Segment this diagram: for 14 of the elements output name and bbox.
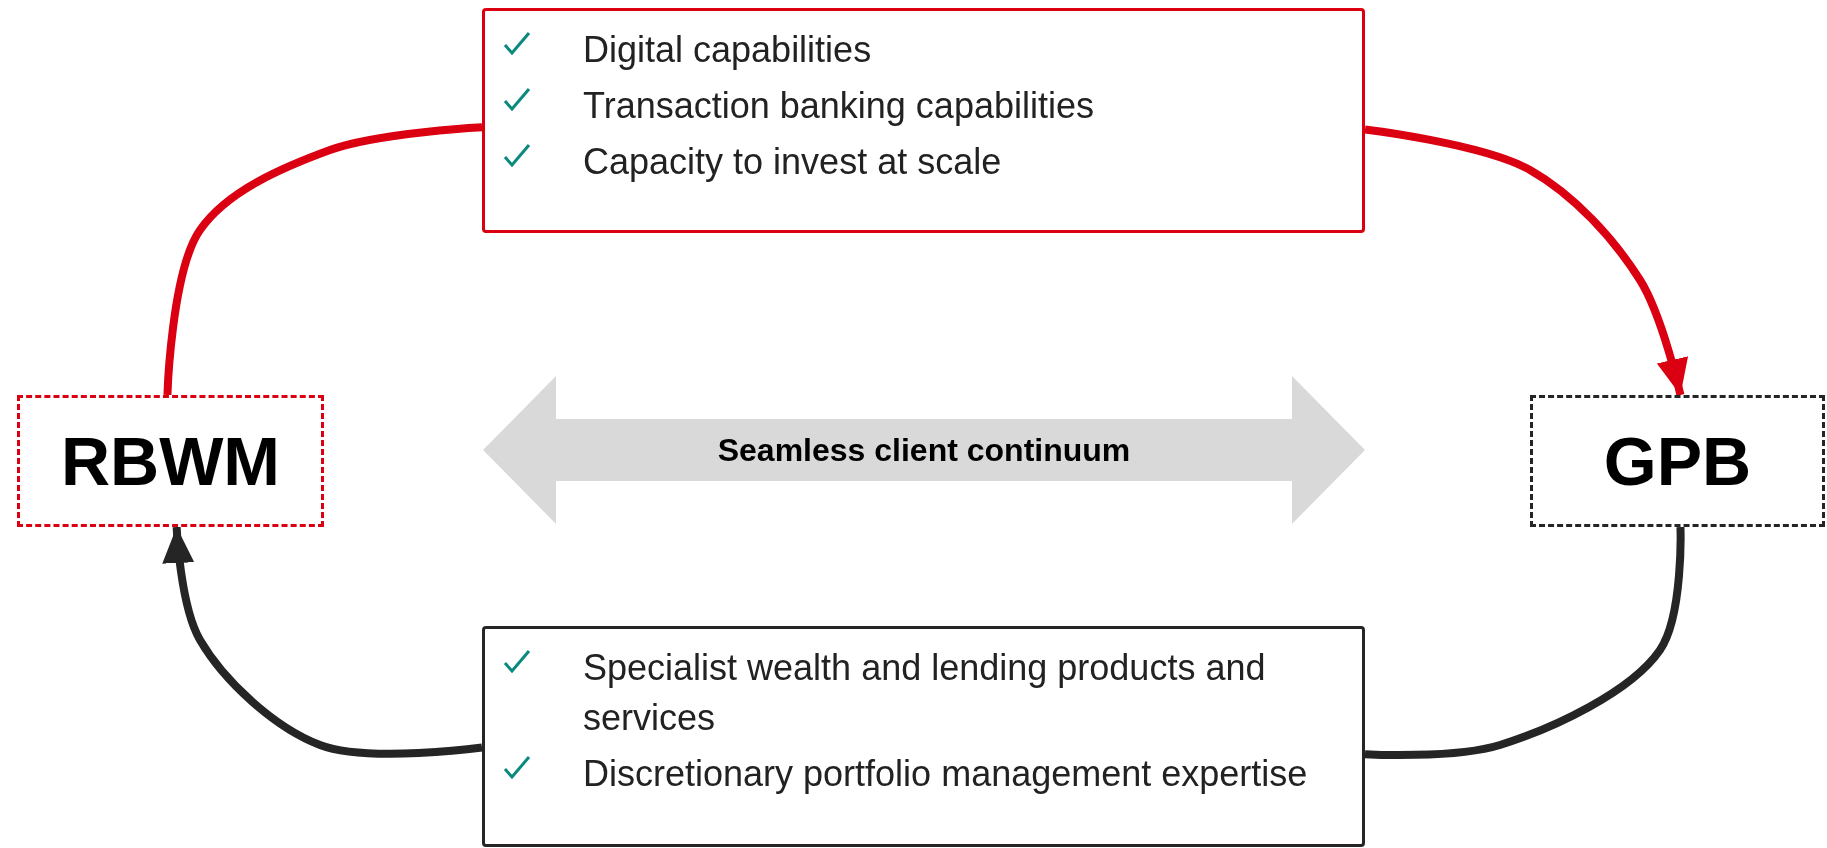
curved-arrow [162, 526, 483, 758]
segment-label: GPB [1603, 422, 1752, 500]
segment-box [17, 395, 324, 527]
list-item: Capacity to invest at scale [583, 140, 1002, 184]
text-box [482, 8, 1365, 233]
list-item: Discretionary portfolio management expertise [583, 752, 1308, 796]
list-item: Specialist wealth and lending products and services [583, 646, 1267, 740]
segment-box [1530, 395, 1825, 527]
list-item: Digital capabilities [583, 28, 872, 72]
list-item: Transaction banking capabilities [583, 84, 1094, 128]
curved-arrow [1364, 125, 1688, 396]
arrow-label: Seamless client continuum [717, 431, 1131, 469]
segment-label: RBWM [60, 422, 280, 500]
text-box [482, 626, 1365, 847]
